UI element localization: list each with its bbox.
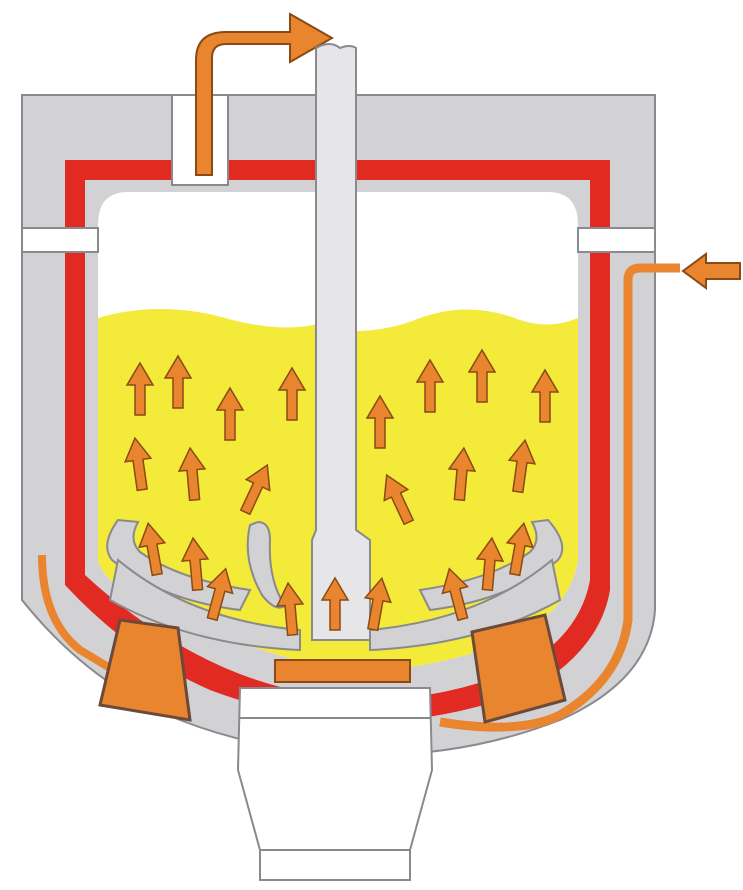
right-port xyxy=(578,228,655,252)
motor-housing xyxy=(238,688,432,880)
left-port xyxy=(22,228,98,252)
bottom-bearing xyxy=(275,660,410,682)
arrow-left-icon xyxy=(683,254,740,288)
